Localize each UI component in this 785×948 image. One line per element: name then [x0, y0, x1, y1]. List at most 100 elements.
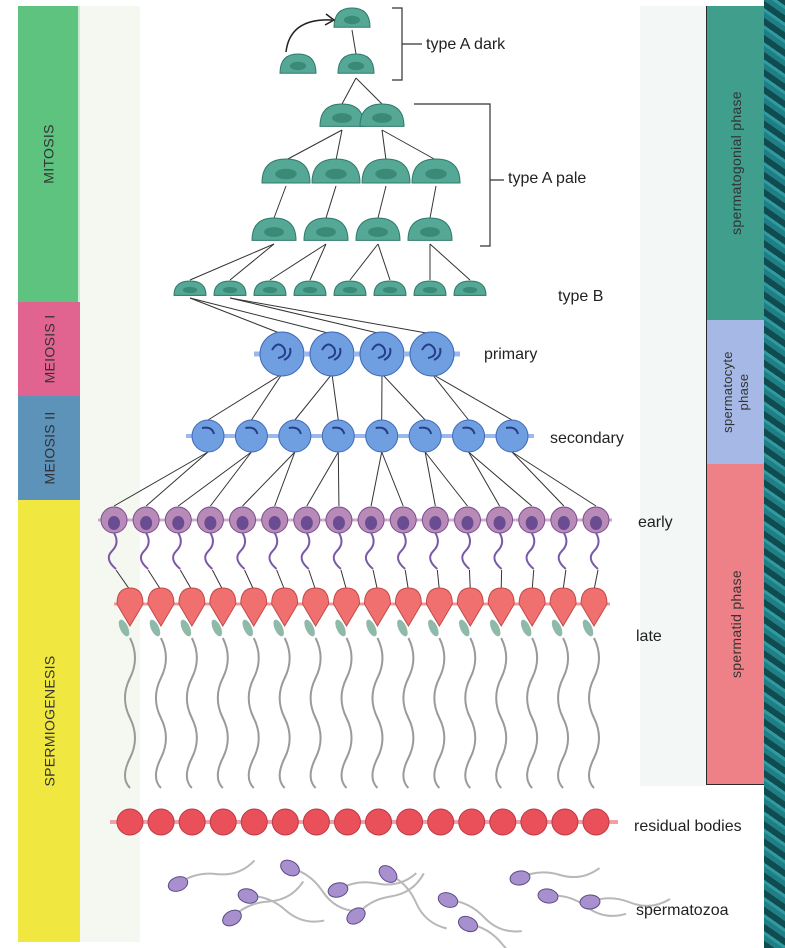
spermatozoon-head — [346, 907, 366, 925]
spermatogonium-nucleus — [332, 113, 352, 123]
primary-spermatocyte — [309, 331, 355, 377]
dark-link — [351, 29, 357, 55]
secondary-link — [431, 373, 469, 421]
late-link — [147, 569, 162, 591]
late-link — [308, 569, 317, 591]
left-fade — [80, 6, 140, 942]
residual-body — [582, 808, 610, 836]
residual-body — [240, 808, 268, 836]
meiosis-ii-band: MEIOSIS II — [18, 396, 80, 500]
secondary-spermatocyte — [234, 419, 268, 453]
secondary-spermatocyte — [191, 419, 225, 453]
primary-spermatocyte — [259, 331, 305, 377]
late-link — [562, 569, 567, 591]
early-link — [210, 451, 252, 507]
spermatozoon-tail — [177, 859, 256, 885]
late-head — [335, 619, 346, 637]
label-residual-bodies: residual bodies — [634, 818, 742, 835]
early-link — [274, 451, 296, 507]
spermatogonium-nucleus — [316, 227, 336, 237]
secondary-spermatocyte — [408, 419, 442, 453]
spermatogonium-nucleus — [182, 286, 198, 294]
spermatogonium-nucleus — [372, 113, 392, 123]
late-tail — [371, 637, 384, 789]
late-tail — [278, 637, 291, 789]
spermatozoon-head — [378, 865, 398, 883]
late-head — [489, 619, 501, 637]
type-b-link — [309, 243, 327, 281]
late-head — [520, 619, 532, 637]
spermatogonium-nucleus — [462, 286, 478, 294]
spermatozoon-tail — [337, 872, 417, 891]
residual-body — [116, 808, 144, 836]
type-b-link — [377, 243, 391, 281]
label-early: early — [638, 514, 673, 531]
early-nucleus — [268, 516, 281, 530]
early-nucleus — [557, 516, 570, 530]
early-flagellum — [172, 532, 182, 570]
early-link — [424, 451, 468, 507]
secondary-link — [207, 373, 283, 421]
late-spermatid — [178, 587, 206, 627]
early-nucleus — [236, 516, 249, 530]
early-flagellum — [557, 532, 568, 570]
early-flagellum — [236, 532, 247, 570]
late-spermatid — [147, 587, 175, 627]
primary-link — [189, 297, 333, 335]
early-link — [511, 451, 597, 507]
early-nucleus — [397, 516, 410, 530]
late-link — [276, 569, 286, 591]
pale-c-link — [429, 185, 437, 219]
residual-body — [302, 808, 330, 836]
late-spermatid — [518, 587, 546, 627]
early-nucleus — [172, 516, 185, 530]
late-spermatid — [302, 587, 330, 627]
secondary-link — [251, 373, 283, 421]
secondary-spermatocyte — [495, 419, 529, 453]
early-flagellum — [107, 532, 118, 570]
spermatogonium-nucleus — [262, 286, 278, 294]
spermatocyte-phase-band: spermatocyte phase — [706, 320, 766, 464]
early-flagellum — [332, 532, 343, 570]
early-link — [113, 451, 209, 507]
right-fade — [640, 6, 706, 786]
late-spermatid — [580, 587, 608, 627]
secondary-spermatocyte — [452, 419, 486, 453]
secondary-link — [381, 373, 426, 421]
late-head — [428, 619, 439, 637]
residual-body — [458, 808, 486, 836]
early-nucleus — [429, 516, 442, 530]
late-spermatid — [487, 587, 515, 627]
early-link — [511, 451, 565, 507]
late-head — [304, 619, 315, 637]
secondary-spermatocyte — [278, 419, 312, 453]
late-link — [372, 569, 378, 591]
spermatozoon-tail — [231, 880, 305, 919]
label-type-a-pale: type A pale — [508, 170, 587, 187]
spermatogonium-nucleus — [222, 286, 238, 294]
label-type-a-dark: type A dark — [426, 36, 506, 53]
spermatogonium-nucleus — [368, 227, 388, 237]
early-nucleus — [140, 516, 153, 530]
chromatid — [332, 426, 346, 435]
residual-body — [147, 808, 175, 836]
early-link — [337, 451, 340, 507]
early-flagellum — [397, 532, 407, 570]
late-link — [340, 569, 348, 591]
pale-b-link — [381, 129, 437, 161]
spermatozoon-head — [280, 859, 300, 877]
late-tail — [124, 637, 136, 789]
spermatozoon-tail — [355, 872, 425, 917]
pale-b-link — [381, 129, 387, 161]
spermatogonium-nucleus — [420, 227, 440, 237]
early-flagellum — [461, 532, 471, 570]
pale-a-link — [355, 77, 383, 105]
late-link — [404, 569, 409, 591]
early-flagellum — [300, 532, 311, 570]
late-head — [211, 619, 223, 637]
late-tail — [464, 637, 477, 789]
residual-body — [520, 808, 548, 836]
teal-border — [764, 0, 785, 948]
